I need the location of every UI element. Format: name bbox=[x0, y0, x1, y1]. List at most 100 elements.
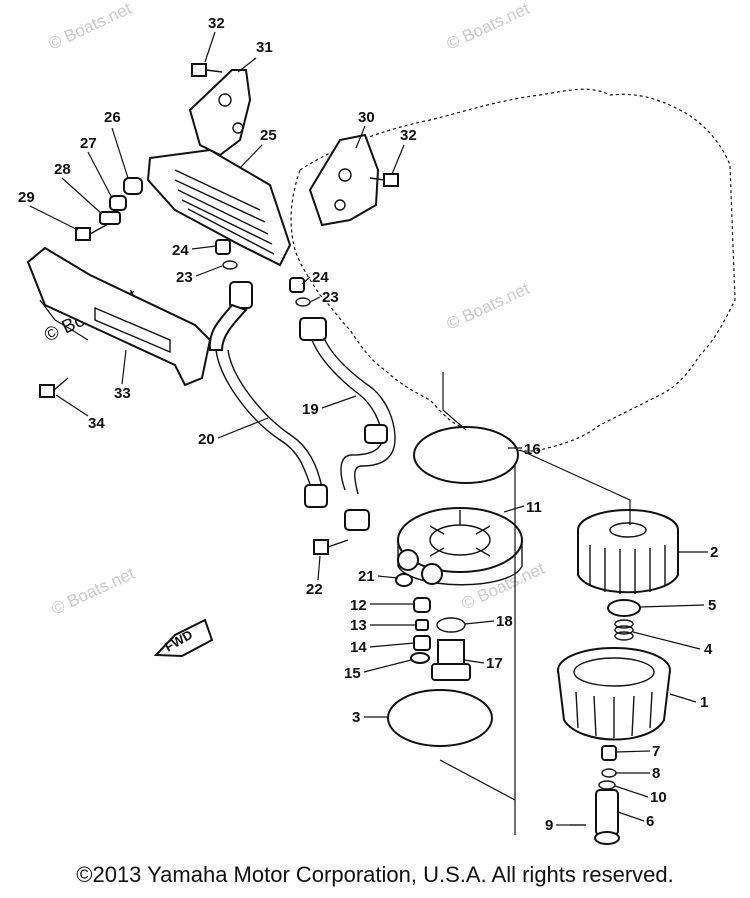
callout-20: 20 bbox=[198, 417, 269, 448]
svg-text:16: 16 bbox=[524, 441, 541, 458]
bracket-31 bbox=[188, 69, 252, 157]
svg-text:3: 3 bbox=[352, 709, 360, 726]
svg-text:20: 20 bbox=[198, 431, 215, 448]
callout-19: 19 bbox=[302, 395, 357, 418]
svg-text:25: 25 bbox=[260, 127, 277, 144]
bracket-hole bbox=[338, 168, 352, 182]
svg-text:13: 13 bbox=[350, 617, 367, 634]
bolt-29 bbox=[75, 223, 109, 241]
svg-text:29: 29 bbox=[18, 189, 35, 206]
svg-text:4: 4 bbox=[704, 641, 713, 658]
svg-text:30: 30 bbox=[358, 109, 375, 126]
svg-text:2: 2 bbox=[710, 544, 718, 561]
callout-16: 16 bbox=[508, 441, 541, 458]
watermark: © Boats.net bbox=[46, 0, 135, 54]
callout-28: 28 bbox=[54, 161, 103, 215]
svg-text:27: 27 bbox=[80, 135, 97, 152]
hose-19 bbox=[299, 317, 396, 531]
callout-13: 13 bbox=[350, 617, 416, 634]
callout-14: 14 bbox=[350, 639, 415, 656]
circlip-15 bbox=[410, 652, 430, 664]
svg-text:8: 8 bbox=[652, 765, 660, 782]
callout-8: 8 bbox=[616, 765, 660, 782]
watermark: © Boats.net bbox=[444, 0, 533, 54]
callout-23: 23 bbox=[309, 289, 339, 306]
callout-24: 24 bbox=[172, 242, 217, 259]
assembly-guide bbox=[439, 759, 516, 801]
engine-outline bbox=[290, 88, 736, 452]
valve-14 bbox=[413, 635, 431, 651]
callout-23: 23 bbox=[176, 265, 223, 286]
cooler-fins bbox=[174, 169, 275, 255]
parts-diagram: © Boats.net © Boats.net © Boats.net © Bo… bbox=[18, 0, 736, 845]
bolt-32 bbox=[191, 63, 223, 77]
cover-33 bbox=[26, 246, 212, 387]
assembly-guide bbox=[39, 299, 89, 341]
svg-text:34: 34 bbox=[88, 415, 105, 432]
o-ring-3 bbox=[387, 689, 493, 747]
washer-10 bbox=[598, 780, 616, 790]
o-ring-23 bbox=[295, 297, 311, 307]
union-24 bbox=[289, 277, 305, 293]
filter-cover-1 bbox=[557, 647, 671, 741]
union-24 bbox=[215, 239, 231, 255]
bolt-32 bbox=[369, 173, 399, 187]
svg-text:10: 10 bbox=[650, 789, 667, 806]
callout-29: 29 bbox=[18, 189, 79, 231]
callout-10: 10 bbox=[614, 785, 667, 806]
callout-30: 30 bbox=[355, 109, 375, 149]
forward-arrow: FWD bbox=[153, 618, 214, 658]
callout-22: 22 bbox=[306, 555, 323, 598]
svg-text:24: 24 bbox=[312, 269, 329, 286]
hose-20 bbox=[208, 281, 328, 508]
callout-3: 3 bbox=[352, 709, 388, 726]
svg-text:28: 28 bbox=[54, 161, 71, 178]
washer-28 bbox=[99, 211, 121, 225]
union-bolt-17 bbox=[431, 639, 471, 681]
bracket-hole bbox=[334, 199, 346, 211]
o-ring-16 bbox=[413, 426, 519, 484]
svg-text:14: 14 bbox=[350, 639, 367, 656]
grommet-26 bbox=[123, 177, 143, 195]
callout-25: 25 bbox=[239, 127, 277, 169]
callout-21: 21 bbox=[358, 568, 399, 585]
svg-text:24: 24 bbox=[172, 242, 189, 259]
callout-27: 27 bbox=[80, 135, 113, 199]
svg-text:21: 21 bbox=[358, 568, 375, 585]
callout-15: 15 bbox=[344, 659, 412, 682]
svg-text:6: 6 bbox=[646, 813, 654, 830]
callout-9: 9 bbox=[545, 817, 570, 834]
svg-text:17: 17 bbox=[486, 655, 503, 672]
callout-18: 18 bbox=[464, 613, 513, 630]
watermark: © Boats.net bbox=[444, 279, 533, 334]
svg-text:1: 1 bbox=[700, 694, 708, 711]
watermark: © Boats.net bbox=[49, 564, 138, 619]
svg-text:23: 23 bbox=[176, 269, 193, 286]
callout-26: 26 bbox=[104, 109, 129, 179]
callout-4: 4 bbox=[632, 631, 713, 658]
callout-34: 34 bbox=[55, 394, 105, 432]
callout-5: 5 bbox=[639, 597, 716, 614]
callout-7: 7 bbox=[615, 743, 660, 760]
callout-32: 32 bbox=[391, 127, 417, 175]
svg-text:19: 19 bbox=[302, 401, 319, 418]
svg-text:5: 5 bbox=[708, 597, 716, 614]
oil-cooler-25 bbox=[146, 148, 292, 267]
svg-text:23: 23 bbox=[322, 289, 339, 306]
o-ring-8 bbox=[601, 768, 617, 778]
cover-grille bbox=[94, 306, 171, 354]
bolt-22 bbox=[313, 539, 349, 555]
spring-7 bbox=[601, 745, 617, 761]
bolt-6 bbox=[594, 789, 620, 845]
callout-1: 1 bbox=[669, 693, 708, 711]
assembly-guide bbox=[442, 372, 467, 431]
svg-text:31: 31 bbox=[256, 39, 273, 56]
callout-2: 2 bbox=[678, 544, 718, 561]
svg-text:18: 18 bbox=[496, 613, 513, 630]
svg-text:32: 32 bbox=[400, 127, 417, 144]
plug-12 bbox=[413, 597, 431, 613]
callout-31: 31 bbox=[237, 39, 273, 73]
bracket-hole bbox=[218, 93, 232, 107]
spring-4 bbox=[614, 619, 634, 641]
svg-text:32: 32 bbox=[208, 15, 225, 32]
